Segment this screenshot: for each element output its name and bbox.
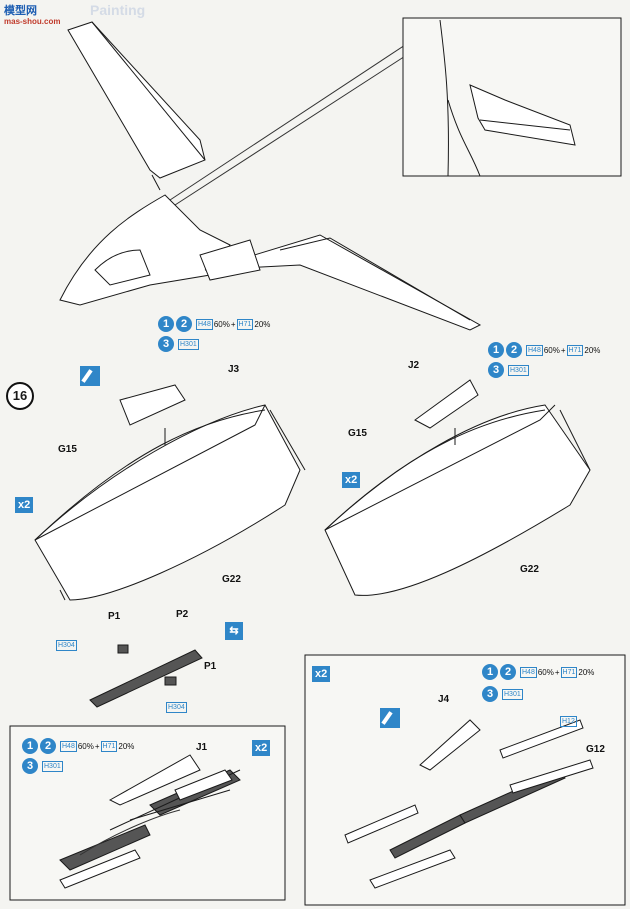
glue-icon (80, 366, 100, 386)
step-number: 16 (6, 382, 34, 410)
inset-box (402, 17, 622, 177)
glue-icon (380, 708, 400, 728)
left-tank-rail-label: J3 (228, 364, 240, 375)
wing-drawing (199, 234, 482, 331)
paint-code-3-badge: 3 (488, 362, 504, 378)
right-box-part-label: G12 (586, 744, 605, 755)
right-tank-rail-label: J2 (408, 360, 420, 371)
left-tank-half-bottom-label: G22 (222, 574, 241, 585)
paint-code-2-badge: 2 (500, 664, 516, 680)
left-box-rail-label: J1 (196, 742, 208, 753)
paint-code-1-badge: 1 (158, 316, 174, 332)
left-tank-multiplier: x2 (15, 497, 34, 513)
right-box-rail-label: J4 (438, 694, 450, 705)
paint-code-3-badge: 3 (22, 758, 38, 774)
tail-fin-drawing (67, 21, 206, 191)
paint-alt-spec: H301 (178, 339, 199, 350)
paint-alt-spec: H301 (502, 689, 523, 700)
paint-code-2-badge: 2 (40, 738, 56, 754)
paint-alt-spec: H301 (42, 761, 63, 772)
right-box-paint-code: H12 (560, 716, 577, 727)
background-painting-heading: Painting (90, 2, 146, 18)
right-tank-drawing (324, 379, 591, 596)
nose-drawing (59, 194, 231, 306)
right-tank-multiplier: x2 (342, 472, 361, 488)
right-tank-half-top-label: G15 (348, 428, 367, 439)
right-tank-half-bottom-label: G22 (520, 564, 539, 575)
watermark-title: 模型网 (4, 5, 37, 17)
pylon-p2-label: P2 (176, 609, 189, 620)
bottom-right-box (304, 654, 626, 906)
watermark-url: mas-shou.com (4, 17, 61, 26)
paint-code-2-badge: 2 (176, 316, 192, 332)
arrow-swap-icon: ⇆ (225, 622, 243, 640)
pylon-paint-b: H304 (166, 702, 187, 713)
pylon-p1-label-b: P1 (204, 661, 217, 672)
pylon-paint-a: H304 (56, 640, 77, 651)
left-box-multiplier: x2 (252, 740, 271, 756)
paint-code-1-badge: 1 (488, 342, 504, 358)
paint-code-3-badge: 3 (158, 336, 174, 352)
paint-code-1-badge: 1 (482, 664, 498, 680)
paint-code-3-badge: 3 (482, 686, 498, 702)
paint-alt-spec: H301 (508, 365, 529, 376)
pylon-p1-label-a: P1 (108, 611, 121, 622)
paint-code-1-badge: 1 (22, 738, 38, 754)
left-tank-drawing (34, 384, 306, 601)
bottom-left-box (9, 725, 286, 901)
paint-code-2-badge: 2 (506, 342, 522, 358)
left-tank-half-top-label: G15 (58, 444, 77, 455)
pylon-drawing (89, 644, 203, 708)
right-box-multiplier: x2 (312, 666, 331, 682)
